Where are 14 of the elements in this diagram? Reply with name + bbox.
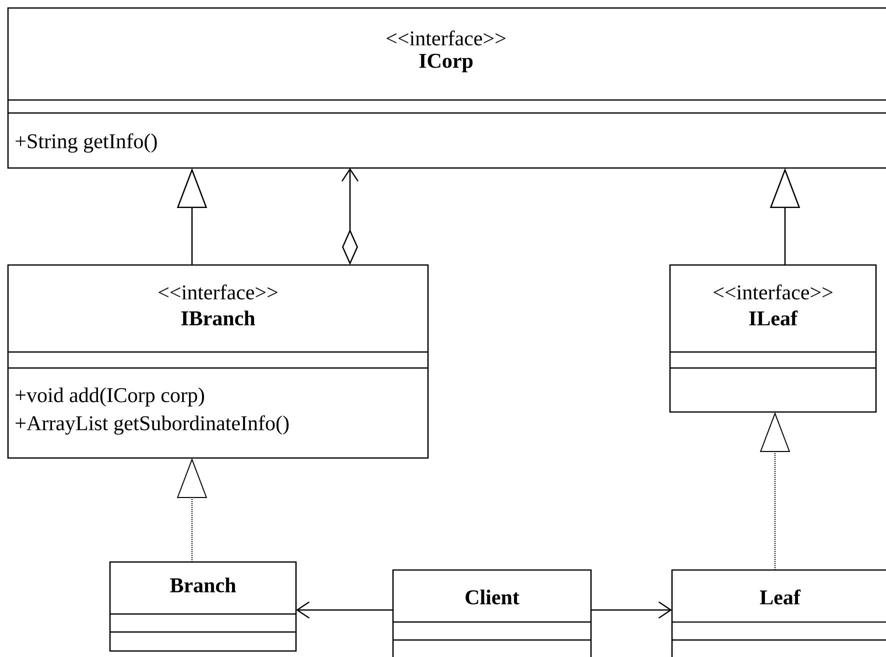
class-name: Client [466, 590, 520, 604]
association-arrow [591, 601, 672, 619]
stereotype-label: <<interface>> [386, 30, 506, 46]
class-name: Branch [170, 578, 236, 592]
association-arrow [296, 601, 393, 619]
method-text: +ArrayList getSubordinateInfo() [16, 415, 289, 435]
class-name: IBranch [181, 310, 256, 326]
method-text: +void add(ICorp corp) [16, 387, 204, 407]
stereotype-label: <<interface>> [158, 284, 278, 300]
class-name: ILeaf [749, 310, 798, 326]
method-text: +String getInfo() [16, 133, 157, 153]
class-name: ICorp [419, 54, 473, 72]
stereotype-label: <<interface>> [714, 284, 832, 300]
class-name: Leaf [760, 590, 801, 604]
